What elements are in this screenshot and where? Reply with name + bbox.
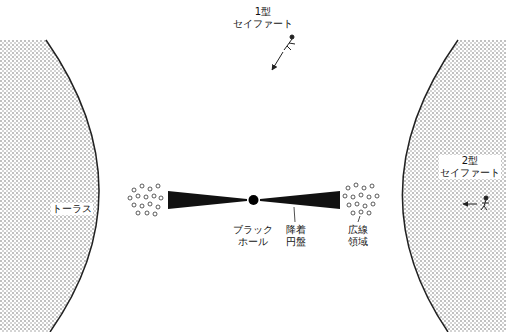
part-label: 広線 領域: [347, 224, 369, 248]
leader-line: [358, 216, 360, 222]
torus-label: トーラス: [51, 203, 93, 215]
view-arrow: [272, 52, 283, 70]
black-hole: [249, 195, 259, 205]
part-label: ブラック ホール: [232, 224, 274, 248]
observer-symbol: [284, 35, 295, 50]
observer-symbol: [481, 196, 489, 210]
torus-right: [402, 40, 506, 332]
accretion-disk: [168, 191, 247, 209]
torus-left: [0, 40, 99, 332]
broad-line-clouds: [128, 183, 379, 216]
observer-label: 1型 セイファート: [232, 6, 294, 30]
observer-label: 2型 セイファート: [439, 155, 501, 179]
part-label: 降着 円盤: [285, 224, 307, 248]
view-arrow: [463, 204, 477, 205]
leader-line: [294, 207, 295, 222]
accretion-disk: [260, 191, 340, 209]
